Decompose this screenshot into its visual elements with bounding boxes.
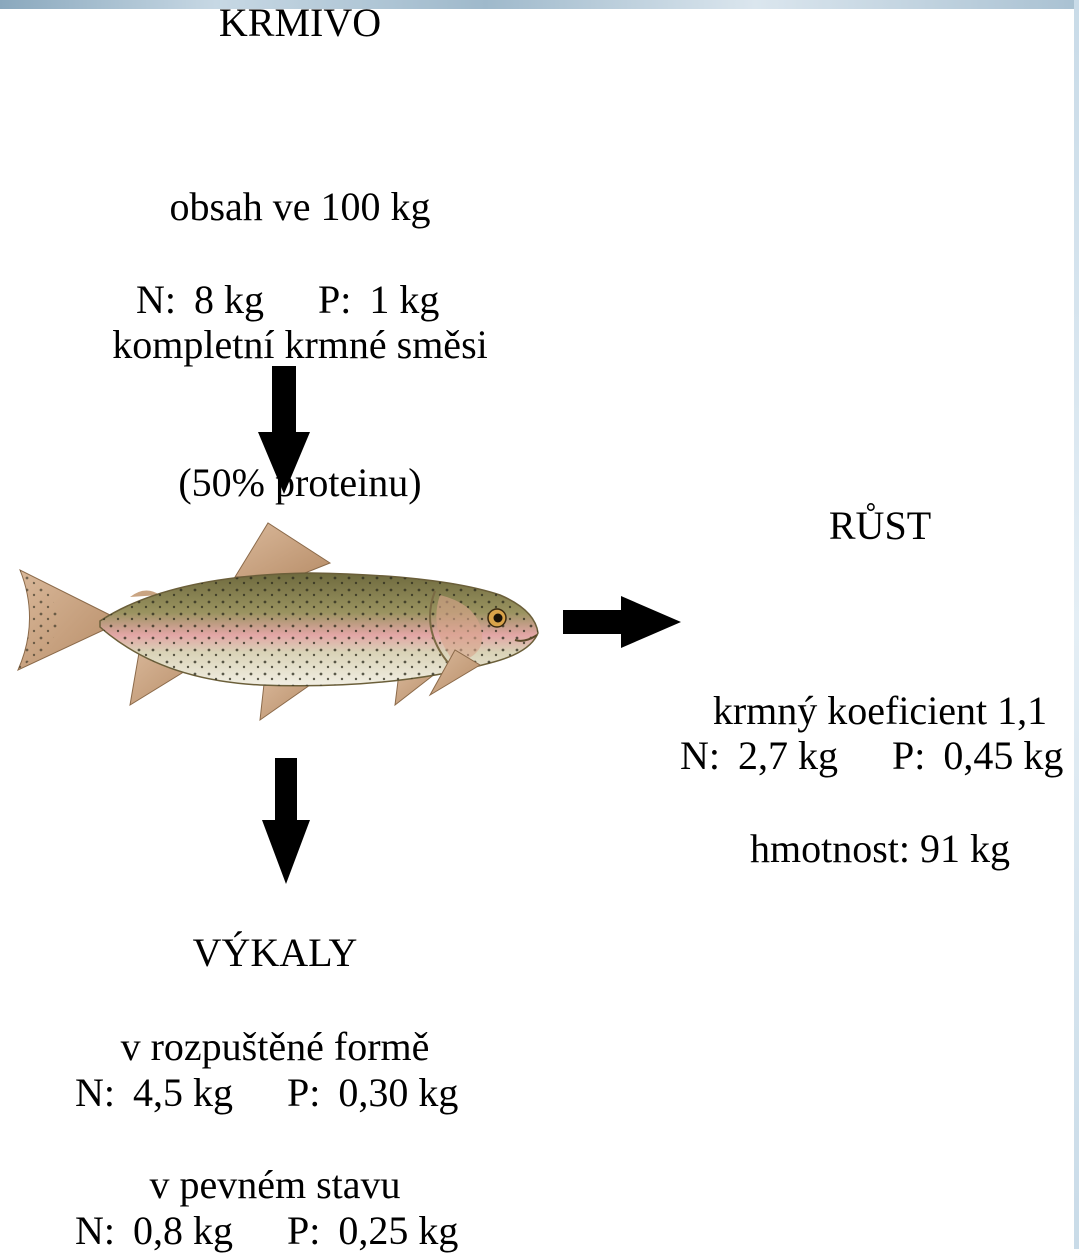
- arrow-right-fish-to-growth: [563, 596, 681, 648]
- growth-n-label: N:: [680, 733, 720, 778]
- trout-illustration: [10, 515, 540, 725]
- feed-p-label: P:: [318, 277, 351, 322]
- feces-solid-n-label: N:: [75, 1208, 115, 1253]
- growth-np-values: N: 2,7 kg P: 0,45 kg: [680, 733, 1063, 779]
- feces-solid-p-value: 0,25 kg: [338, 1208, 458, 1253]
- right-decorative-strip: [1074, 0, 1079, 1249]
- feed-n-label: N:: [136, 277, 176, 322]
- feces-solid-n-value: 0,8 kg: [133, 1208, 233, 1253]
- feed-desc-line-2: kompletní krmné směsi: [60, 322, 540, 368]
- feed-heading: KRMIVO: [200, 0, 400, 46]
- feces-solid-label: v pevném stavu: [75, 1162, 475, 1208]
- feces-dissolved-n-label: N:: [75, 1070, 115, 1115]
- feces-dissolved-np-values: N: 4,5 kg P: 0,30 kg: [75, 1070, 458, 1116]
- feces-dissolved-label: v rozpuštěné formě: [75, 1024, 475, 1070]
- top-decorative-strip: [0, 0, 1079, 9]
- growth-mass-line: hmotnost: 91 kg: [690, 826, 1070, 872]
- growth-n-value: 2,7 kg: [738, 733, 838, 778]
- feces-solid-np-values: N: 0,8 kg P: 0,25 kg: [75, 1208, 458, 1254]
- feed-desc-line-1: obsah ve 100 kg: [60, 184, 540, 230]
- growth-p-label: P:: [892, 733, 925, 778]
- feces-dissolved-n-value: 4,5 kg: [133, 1070, 233, 1115]
- growth-heading: RŮST: [780, 503, 980, 549]
- growth-p-value: 0,45 kg: [943, 733, 1063, 778]
- feces-heading: VÝKALY: [150, 930, 400, 976]
- arrow-down-fish-to-feces: [262, 758, 310, 884]
- feces-solid-p-label: P:: [287, 1208, 320, 1253]
- feed-n-value: 8 kg: [194, 277, 264, 322]
- feed-np-values: N: 8 kg P: 1 kg: [136, 277, 439, 323]
- arrow-down-feed-to-fish: [258, 366, 310, 494]
- growth-coef-line: krmný koeficient 1,1: [690, 688, 1070, 734]
- feed-p-value: 1 kg: [369, 277, 439, 322]
- feces-dissolved-p-label: P:: [287, 1070, 320, 1115]
- feces-dissolved-p-value: 0,30 kg: [338, 1070, 458, 1115]
